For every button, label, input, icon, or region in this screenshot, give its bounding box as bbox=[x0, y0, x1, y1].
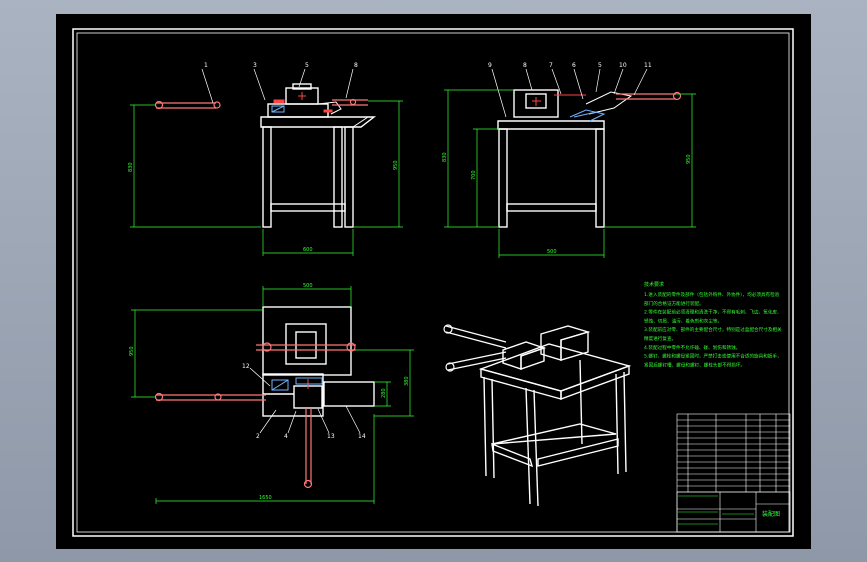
v1-diag-brace bbox=[352, 116, 369, 128]
tech-requirement-line: 锈蚀、切屑、油污、着色剂和灰尘等。 bbox=[644, 317, 722, 324]
v3-rods bbox=[154, 342, 356, 489]
v2-rods bbox=[616, 91, 682, 101]
v2-balloon-10: 10 bbox=[619, 62, 627, 69]
v1-dim-height: 830 bbox=[128, 162, 134, 172]
iso-rods bbox=[443, 324, 507, 372]
v3-table bbox=[262, 306, 352, 376]
v1-leg-left bbox=[262, 126, 272, 228]
v1-stretcher bbox=[270, 203, 346, 212]
v1-balloon-3: 3 bbox=[253, 62, 257, 69]
front-view bbox=[260, 83, 377, 228]
v2-arm bbox=[585, 91, 633, 115]
v2-motor-cap bbox=[525, 93, 547, 109]
v2-dims bbox=[444, 89, 696, 258]
v3-dim-bottom: 1650 bbox=[259, 495, 272, 501]
v2-table-top bbox=[497, 120, 605, 130]
v3-gear bbox=[293, 385, 323, 409]
v1-leg-mid bbox=[333, 126, 343, 228]
tech-requirement-line: 精度进行复查。 bbox=[644, 335, 676, 342]
v2-stretcher bbox=[506, 203, 597, 212]
v2-motor-block bbox=[513, 89, 559, 118]
v2-balloon-9: 9 bbox=[488, 62, 492, 69]
tech-requirement-line: 4.装配过程中零件不允许磕、碰、划伤和锈蚀。 bbox=[644, 344, 740, 351]
iso-leg-2 bbox=[525, 387, 531, 505]
v2-dim-sub: 700 bbox=[471, 170, 477, 180]
iso-leg-1 bbox=[483, 376, 487, 477]
v2-leg-left bbox=[498, 128, 508, 228]
v2-dim-width: 500 bbox=[547, 249, 557, 255]
v3-balloon-2: 2 bbox=[256, 433, 260, 440]
tech-requirements: 1.进入装配的零件及部件（包括外购件、外协件），均必须具有检验部门的合格证方能进… bbox=[644, 291, 782, 368]
v3-motor bbox=[285, 323, 327, 365]
v3-jaw bbox=[323, 381, 375, 407]
v3-dim-left: 950 bbox=[129, 346, 135, 356]
v2-dim-right: 950 bbox=[686, 154, 692, 164]
v2-balloon-11: 11 bbox=[644, 62, 652, 69]
v3-dim-top: 500 bbox=[303, 283, 313, 289]
v3-blue-section bbox=[271, 377, 323, 391]
v2-blue-section bbox=[569, 109, 606, 122]
iso-leg-4 bbox=[579, 359, 583, 445]
inner-border bbox=[76, 32, 790, 533]
v3-dims bbox=[131, 286, 414, 504]
iso-motor bbox=[540, 325, 591, 361]
v1-leaders bbox=[201, 68, 354, 104]
v3-balloon-4: 4 bbox=[284, 433, 288, 440]
tech-requirement-line: 紧固后螺钉槽、螺母和螺钉、螺栓头部不得损坏。 bbox=[644, 361, 745, 368]
v3-balloon-13: 13 bbox=[327, 433, 335, 440]
v1-rods bbox=[154, 98, 368, 110]
iso-leg-3 bbox=[615, 373, 619, 475]
v1-red-marks bbox=[273, 92, 333, 113]
tech-title: 技术要求 bbox=[644, 281, 664, 288]
title-block bbox=[676, 413, 791, 533]
v1-dim-width: 600 bbox=[303, 247, 313, 253]
tech-requirement-line: 部门的合格证方能进行装配。 bbox=[644, 300, 704, 307]
outer-border bbox=[72, 28, 794, 537]
v2-balloon-5: 5 bbox=[598, 62, 602, 69]
v1-dim-right: 950 bbox=[393, 160, 399, 170]
v3-balloon-12: 12 bbox=[242, 363, 250, 370]
tech-requirement-line: 2.零件在装配前必须清理和清洗干净，不得有毛刺、飞边、氧化皮、 bbox=[644, 309, 782, 316]
v3-dim-right-a: 380 bbox=[404, 376, 410, 386]
tech-requirement-line: 5.螺钉、螺栓和螺母紧固时，严禁打击或使用不合适的旋具和扳手， bbox=[644, 353, 782, 360]
v1-table-top bbox=[260, 116, 377, 128]
v3-balloon-14: 14 bbox=[358, 433, 366, 440]
top-view bbox=[262, 306, 375, 417]
v1-motor-block bbox=[285, 87, 319, 105]
isometric-view bbox=[478, 325, 632, 507]
v3-dim-right-b: 280 bbox=[381, 388, 387, 398]
v2-leg-right bbox=[595, 128, 605, 228]
v1-leg-right bbox=[344, 126, 354, 228]
v3-leaders bbox=[249, 367, 361, 434]
tech-requirement-line: 1.进入装配的零件及部件（包括外购件、外协件），均必须具有检验 bbox=[644, 291, 780, 298]
v2-dim-height: 830 bbox=[442, 152, 448, 162]
cad-drawing: 1 3 5 8 830 950 600 9 bbox=[72, 28, 794, 537]
side-view bbox=[497, 89, 633, 228]
v2-leaders bbox=[491, 68, 648, 118]
v2-balloon-7: 7 bbox=[549, 62, 553, 69]
drawing-name: 装配图 bbox=[762, 510, 780, 518]
v1-blue-section bbox=[271, 105, 285, 113]
v1-balloon-5: 5 bbox=[305, 62, 309, 69]
v1-balloon-8: 8 bbox=[354, 62, 358, 69]
v2-red-marks bbox=[532, 94, 586, 106]
drawing-sheet: 1 3 5 8 830 950 600 9 bbox=[56, 14, 811, 549]
v2-balloon-6: 6 bbox=[572, 62, 576, 69]
v2-balloon-8: 8 bbox=[523, 62, 527, 69]
v1-balloon-1: 1 bbox=[204, 62, 208, 69]
v1-motor-cap bbox=[292, 83, 312, 90]
iso-stretcher-front bbox=[491, 442, 534, 468]
title-block-green bbox=[678, 495, 754, 525]
tech-requirement-line: 3.装配前应对零、部件的主要配合尺寸，特别是过盈配合尺寸及相关 bbox=[644, 326, 782, 333]
v1-dims bbox=[130, 100, 403, 256]
